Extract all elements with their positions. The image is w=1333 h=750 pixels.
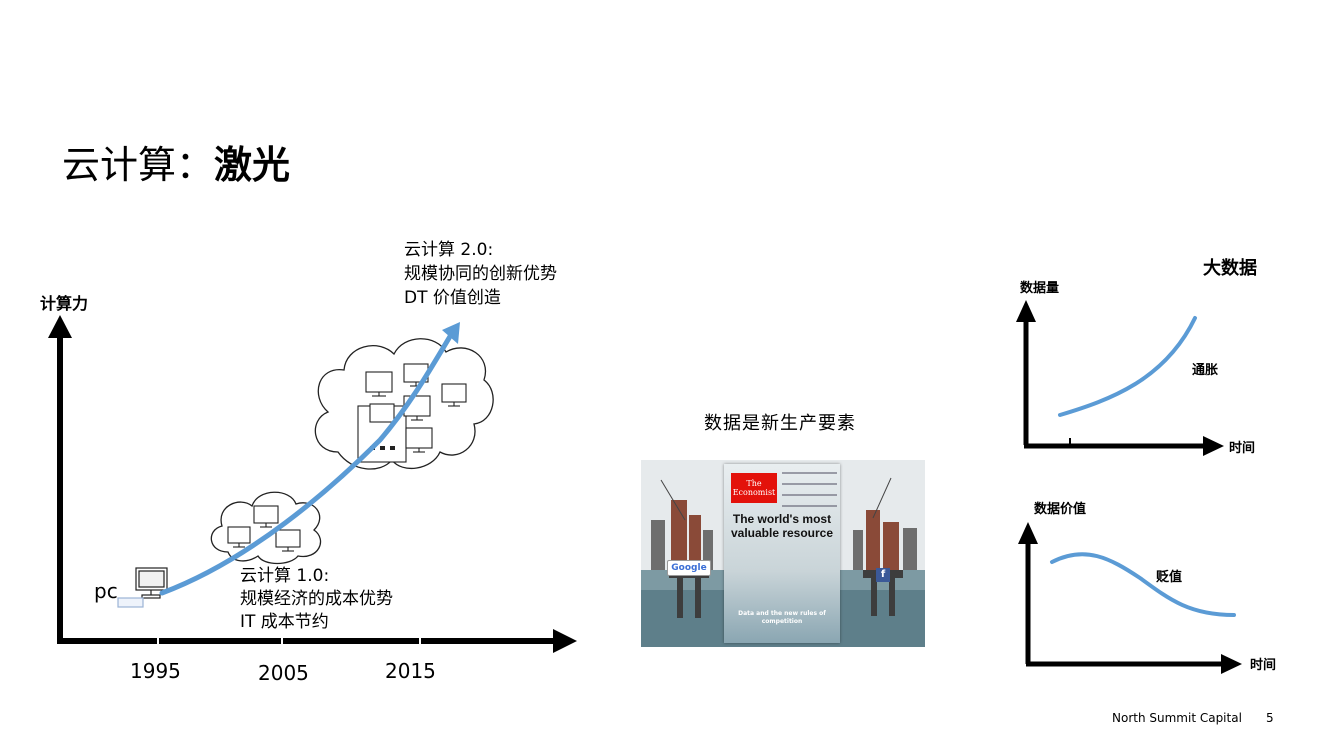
cloud2-line2: 规模协同的创新优势 [404,264,557,284]
footer-company: North Summit Capital [1112,711,1242,725]
top-chart-x-label: 时间 [1229,441,1256,456]
cloud2-title: 云计算 2.0: [404,240,494,260]
magazine-cover: The Economist The world's most valuable … [724,464,840,643]
right-bottom-axes [1018,522,1242,674]
cloud-small-icon [210,491,322,565]
growth-curve [159,325,458,596]
x-axis-arrowhead [553,629,577,653]
left-axes [48,315,577,653]
logo-line1: The [746,479,762,488]
cover-subline: Data and the new rules of competition [738,610,826,625]
cloud1-title: 云计算 1.0: [240,566,330,586]
cloud1-line3: IT 成本节约 [240,612,329,632]
bottom-chart-curve-label: 贬值 [1156,570,1183,585]
bottom-chart-x-label: 时间 [1250,658,1277,673]
facebook-icon: f [876,568,890,582]
title-emphasis: 激光 [214,143,291,187]
right-title: 大数据 [1203,258,1257,279]
inflation-curve [1058,316,1197,417]
depreciation-curve [1050,552,1236,617]
logo-line2: Economist [732,488,776,497]
right-top-axes [1016,300,1224,456]
title-prefix: 云计算： [62,143,215,187]
year-2005: 2005 [258,661,309,685]
economist-logo: The Economist [731,473,777,503]
google-badge: Google [667,560,711,576]
cloud1-line2: 规模经济的成本优势 [240,589,393,609]
page-title: 云计算：激光 [62,142,290,188]
cloud2-line3: DT 价值创造 [404,288,501,308]
pc-monitor-icon [117,567,168,608]
top-chart-curve-label: 通胀 [1192,363,1219,378]
bottom-chart-y-label: 数据价值 [1034,502,1087,517]
pc-label: pc [94,579,118,603]
middle-caption: 数据是新生产要素 [704,413,856,434]
cloud-large-icon [314,338,494,470]
footer-page-number: 5 [1266,711,1274,725]
growth-arrowhead [442,322,460,344]
y-axis-label: 计算力 [40,294,89,313]
cover-toc [782,472,837,516]
year-2015: 2015 [385,659,436,683]
y-axis-arrowhead [48,315,72,338]
top-chart-y-label: 数据量 [1020,281,1060,296]
economist-cover-image: Google f The Economist The world's most … [641,460,925,647]
year-1995: 1995 [130,659,181,683]
cover-headline: The world's most valuable resource [730,512,834,540]
